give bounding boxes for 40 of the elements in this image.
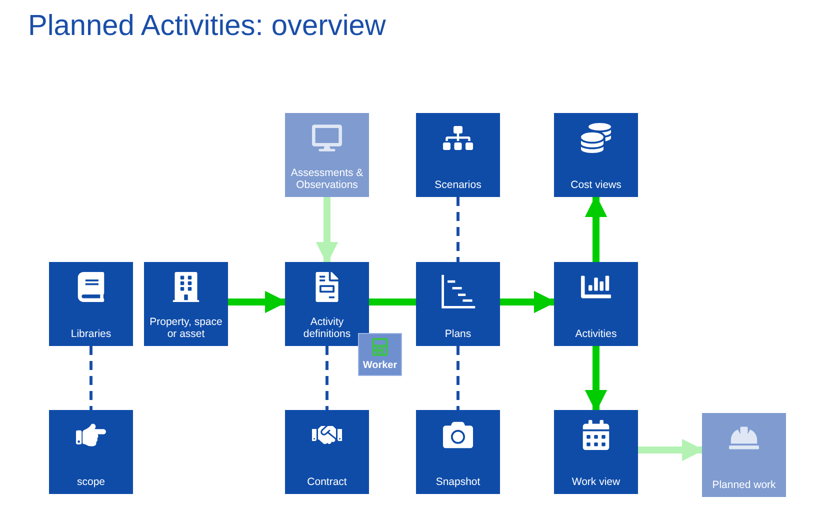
arrow — [584, 194, 608, 262]
tile — [49, 410, 133, 494]
tile — [416, 410, 500, 494]
tile — [285, 262, 369, 346]
tile-label: Property, space or asset — [148, 316, 224, 341]
arrow — [316, 197, 338, 264]
tile-label: Activity definitions — [302, 316, 352, 341]
tile-label: Worker — [362, 360, 398, 372]
tile — [554, 262, 638, 346]
arrow — [500, 290, 556, 314]
tile — [554, 410, 638, 494]
tile — [702, 413, 786, 497]
tile — [285, 113, 369, 197]
worker-tile — [358, 333, 402, 376]
tile-label: Scenarios — [434, 179, 482, 192]
dashed-connector — [326, 346, 328, 410]
dashed-connector — [456, 346, 460, 410]
tile-label: Libraries — [70, 328, 112, 341]
dashed-connector — [90, 346, 92, 410]
tile-label: scope — [76, 476, 106, 489]
tile — [554, 113, 638, 197]
tile-label: Assessments & Observations — [290, 166, 364, 192]
tile-label: Snapshot — [434, 476, 482, 489]
tile — [144, 262, 228, 346]
tile — [49, 262, 133, 346]
tile-label: Contract — [306, 476, 348, 489]
tile-label: Work view — [570, 476, 622, 489]
arrow — [638, 438, 704, 462]
arrow — [228, 290, 288, 314]
title: Planned Activities: overview — [28, 10, 386, 43]
tile-label: Activities — [574, 328, 618, 341]
tile — [416, 262, 500, 346]
tile — [285, 410, 369, 494]
arrow — [584, 346, 608, 412]
connector-line — [369, 298, 416, 306]
tile-label: Planned work — [711, 479, 777, 492]
tile-label: Plans — [444, 328, 472, 341]
tile — [416, 113, 500, 197]
tile-label: Cost views — [570, 179, 622, 192]
dashed-connector — [456, 197, 460, 262]
